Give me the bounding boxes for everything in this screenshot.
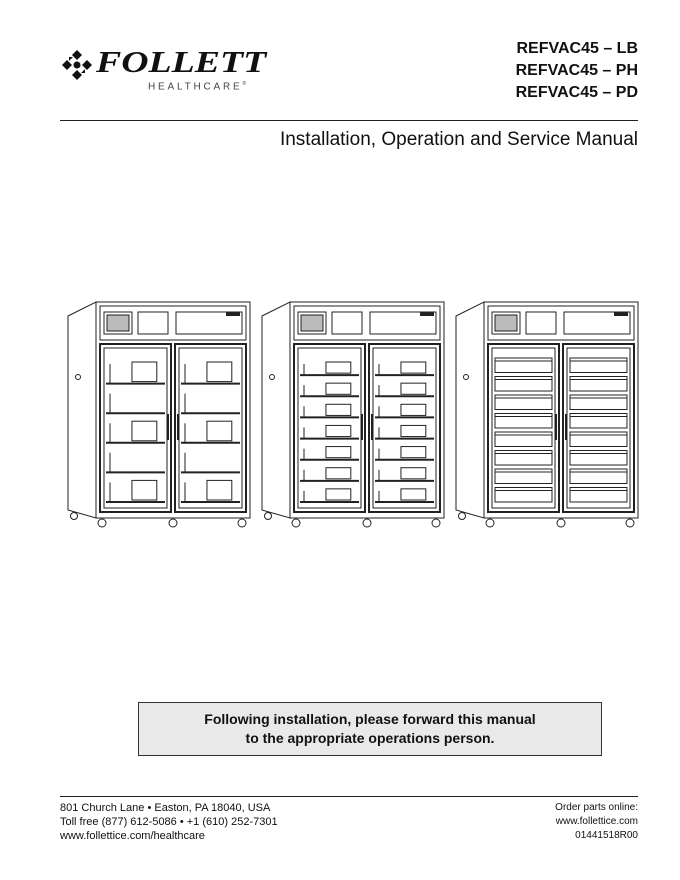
basket (400, 446, 427, 459)
drawer (494, 450, 553, 466)
basket (400, 424, 427, 438)
basket (325, 424, 352, 438)
side-vent (269, 374, 275, 380)
drawer (494, 394, 553, 410)
header-window-wide (563, 311, 631, 335)
unit-side-panel (67, 301, 97, 519)
caster-wheel (362, 518, 372, 528)
manual-title: Installation, Operation and Service Manu… (279, 129, 638, 150)
drawer (494, 357, 553, 373)
drawer (569, 431, 628, 447)
document-number: 01441518R00 (575, 830, 638, 841)
basket (400, 488, 427, 501)
model-pd: REFVAC45 – PD (515, 84, 638, 101)
brand-badge (420, 312, 434, 316)
address-line: 801 Church Lane • Easton, PA 18040, USA (60, 802, 271, 814)
side-vent (463, 374, 469, 380)
drawer (494, 413, 553, 429)
brand-badge (614, 312, 628, 316)
caster-wheel (458, 512, 466, 520)
basket (400, 467, 427, 480)
refrigerator-illustration (67, 301, 639, 528)
basket (206, 420, 233, 442)
caster-wheel (291, 518, 301, 528)
unit-side-panel (261, 301, 291, 519)
caster-wheel (431, 518, 441, 528)
follett-logo: FOLLETT HEALTHCARE® (60, 44, 266, 100)
contact-info: 801 Church Lane • Easton, PA 18040, USA … (60, 801, 278, 843)
drawer (494, 487, 553, 503)
basket (325, 382, 352, 395)
phone-line: Toll free (877) 612-5086 • +1 (610) 252-… (60, 816, 278, 828)
order-info: Order parts online: www.follettice.com 0… (555, 801, 638, 843)
drawer (569, 450, 628, 466)
model-lb: REFVAC45 – LB (516, 40, 638, 57)
control-screen-display (300, 314, 324, 332)
drawer (494, 468, 553, 484)
control-screen-display (106, 314, 130, 332)
logo-subname: HEALTHCARE® (148, 81, 247, 93)
header-window (331, 311, 363, 335)
model-list: REFVAC45 – LB REFVAC45 – PH REFVAC45 – P… (516, 38, 638, 104)
basket (325, 467, 352, 480)
caster-wheel (237, 518, 247, 528)
drawer (569, 413, 628, 429)
caster-wheel (97, 518, 107, 528)
drawer (569, 468, 628, 484)
basket (325, 446, 352, 459)
header-window-wide (175, 311, 243, 335)
basket (400, 403, 427, 416)
basket (131, 420, 158, 442)
caster-wheel (70, 512, 78, 520)
header-window (137, 311, 169, 335)
website-link[interactable]: www.follettice.com/healthcare (60, 830, 205, 842)
basket (400, 382, 427, 395)
footer-divider (60, 796, 638, 797)
order-link[interactable]: www.follettice.com (555, 816, 638, 827)
basket (325, 403, 352, 416)
caster-wheel (556, 518, 566, 528)
forward-manual-notice: Following installation, please forward t… (138, 702, 602, 756)
order-label: Order parts online: (555, 802, 638, 813)
caster-wheel (625, 518, 635, 528)
basket (325, 488, 352, 501)
drawer (494, 376, 553, 392)
header-window (525, 311, 557, 335)
drawer (569, 376, 628, 392)
drawer (569, 357, 628, 373)
unit-side-panel (455, 301, 485, 519)
caster-wheel (485, 518, 495, 528)
basket (206, 361, 233, 383)
control-screen-display (494, 314, 518, 332)
basket (131, 361, 158, 383)
header-divider (60, 120, 638, 121)
caster-wheel (264, 512, 272, 520)
notice-line-2: to the appropriate operations person. (245, 730, 495, 746)
basket (325, 361, 352, 374)
caster-wheel (168, 518, 178, 528)
drawer (569, 394, 628, 410)
side-vent (75, 374, 81, 380)
brand-badge (226, 312, 240, 316)
follett-emblem-icon (62, 50, 92, 80)
basket (400, 361, 427, 374)
logo-wordmark: FOLLETT (96, 44, 267, 79)
basket (131, 479, 158, 501)
drawer (569, 487, 628, 503)
model-ph: REFVAC45 – PH (515, 62, 638, 79)
drawer (494, 431, 553, 447)
notice-line-1: Following installation, please forward t… (204, 711, 536, 727)
basket (206, 479, 233, 501)
header-window-wide (369, 311, 437, 335)
